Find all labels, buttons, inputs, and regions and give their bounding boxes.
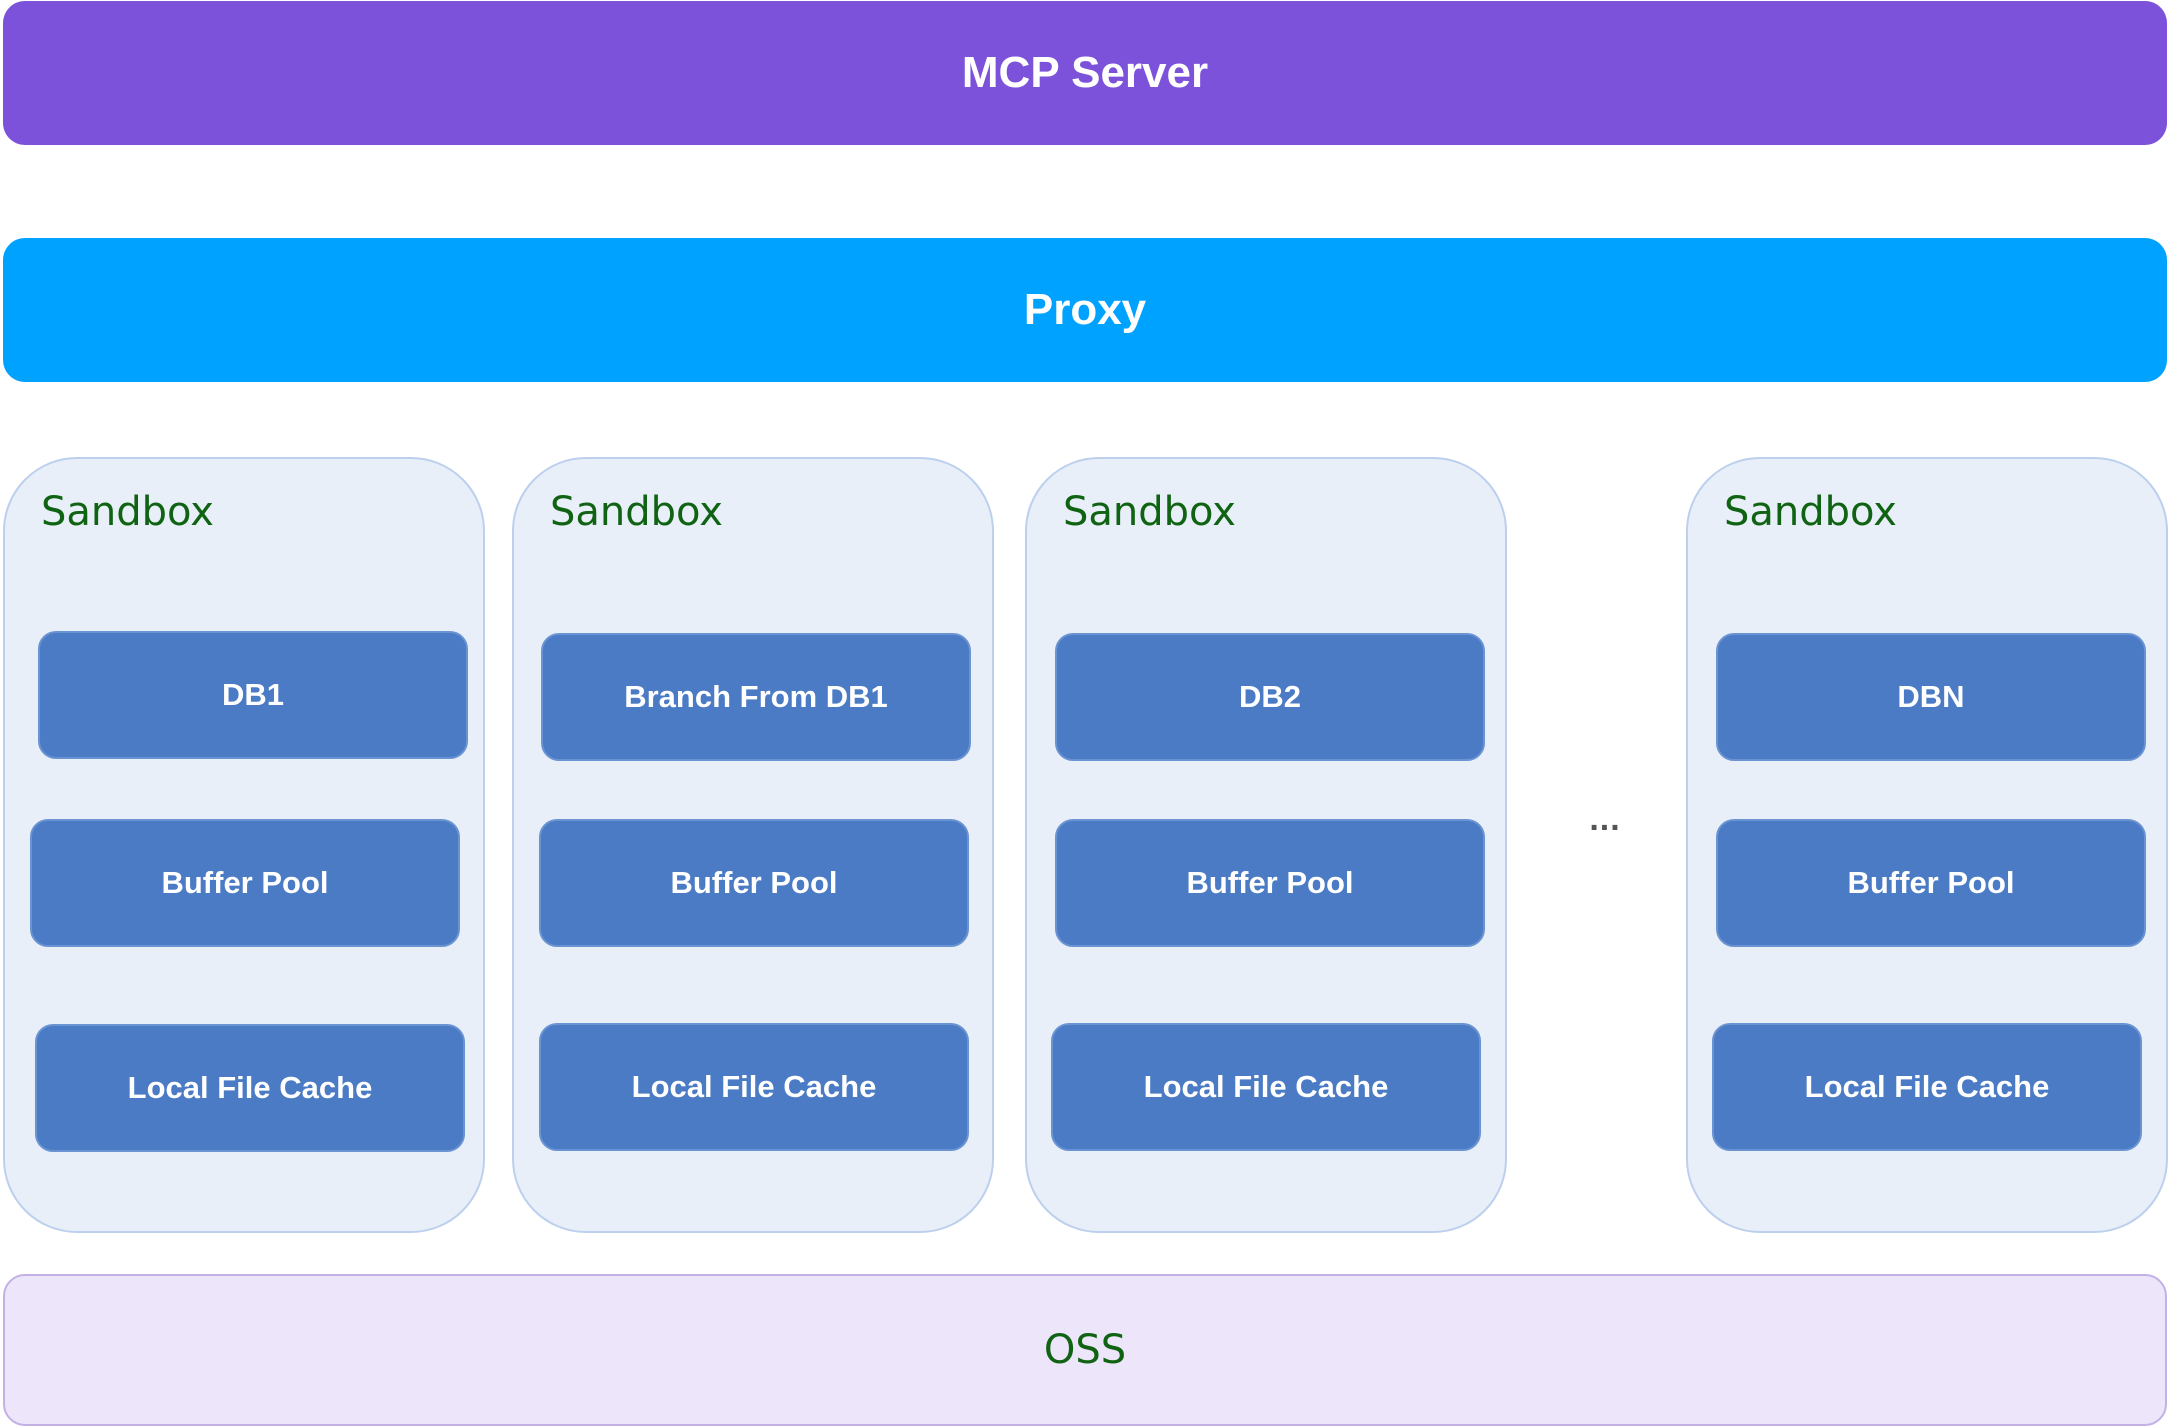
db-block: DB1 bbox=[38, 631, 468, 759]
sandbox-title: Sandbox bbox=[1724, 489, 1897, 535]
local-file-cache-block: Local File Cache bbox=[1712, 1023, 2142, 1151]
buffer-pool-block: Buffer Pool bbox=[1716, 819, 2146, 947]
buffer-pool-block: Buffer Pool bbox=[30, 819, 460, 947]
sandbox-n: Sandbox DBN Buffer Pool Local File Cache bbox=[1686, 457, 2168, 1233]
db-block: DBN bbox=[1716, 633, 2146, 761]
sandbox-3: Sandbox DB2 Buffer Pool Local File Cache bbox=[1025, 457, 1507, 1233]
local-file-cache-block: Local File Cache bbox=[1051, 1023, 1481, 1151]
db-block: Branch From DB1 bbox=[541, 633, 971, 761]
sandbox-title: Sandbox bbox=[41, 489, 214, 535]
local-file-cache-block: Local File Cache bbox=[539, 1023, 969, 1151]
buffer-pool-block: Buffer Pool bbox=[539, 819, 969, 947]
sandbox-1: Sandbox DB1 Buffer Pool Local File Cache bbox=[3, 457, 485, 1233]
sandbox-title: Sandbox bbox=[1063, 489, 1236, 535]
sandbox-2: Sandbox Branch From DB1 Buffer Pool Loca… bbox=[512, 457, 994, 1233]
oss-label: OSS bbox=[1043, 1327, 1127, 1373]
proxy-label: Proxy bbox=[1023, 285, 1147, 334]
proxy-layer: Proxy bbox=[3, 238, 2167, 382]
more-sandboxes-ellipsis: ... bbox=[1589, 800, 1621, 838]
oss-layer: OSS bbox=[3, 1274, 2167, 1426]
sandbox-title: Sandbox bbox=[550, 489, 723, 535]
db-block: DB2 bbox=[1055, 633, 1485, 761]
buffer-pool-block: Buffer Pool bbox=[1055, 819, 1485, 947]
mcp-server-label: MCP Server bbox=[961, 48, 1209, 97]
local-file-cache-block: Local File Cache bbox=[35, 1024, 465, 1152]
mcp-server-layer: MCP Server bbox=[3, 1, 2167, 145]
